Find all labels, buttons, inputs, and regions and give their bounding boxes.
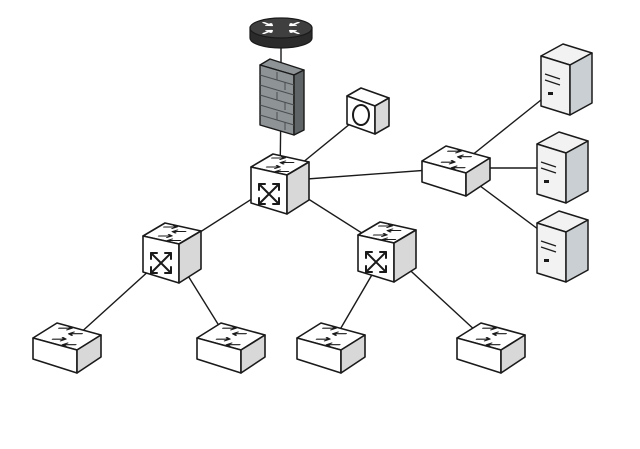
nodes-layer (32, 17, 593, 374)
server-icon-server-3 (536, 210, 589, 283)
router-icon-router (249, 17, 313, 49)
camera-icon-camera (346, 87, 390, 135)
firewall-icon-firewall (259, 58, 305, 136)
switch-icon-server-switch (421, 145, 491, 197)
server-icon-server-1 (540, 43, 593, 116)
links-layer (66, 28, 567, 346)
layer3-switch-icon-dist-left (142, 222, 202, 284)
switch-icon-access-2 (196, 322, 266, 374)
switch-icon-access-1 (32, 322, 102, 374)
switch-icon-access-3 (296, 322, 366, 374)
server-icon-server-2 (536, 131, 589, 204)
layer3-switch-icon-dist-right (357, 221, 417, 283)
layer3-switch-icon-core (250, 153, 310, 215)
switch-icon-access-4 (456, 322, 526, 374)
